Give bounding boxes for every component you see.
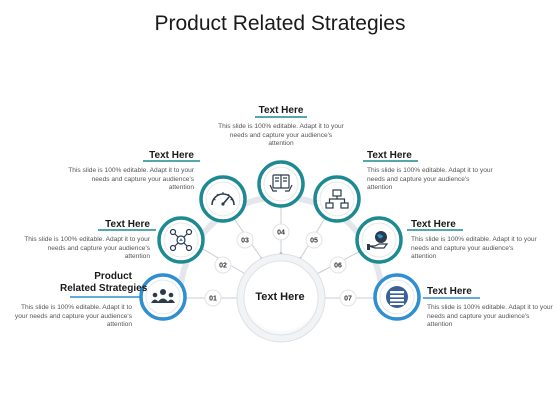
item-01-heading: Product Related Strategies [60,271,148,295]
number-badge-03: 03 [236,231,254,249]
item-01-description: This slide is 100% editable. Adapt it to… [14,304,132,329]
item-01-heading-line-1: Product [94,271,132,282]
svg-text:06: 06 [334,263,342,270]
number-badges: 01 02 03 04 05 06 07 [204,223,357,307]
item-03-description: This slide is 100% editable. Adapt it to… [68,167,194,192]
item-05-heading: Text Here [367,150,412,161]
svg-text:07: 07 [344,296,352,303]
center-label: Text Here [255,291,305,303]
user-group-icon [139,273,187,321]
number-badge-06: 06 [329,256,347,274]
item-06-heading: Text Here [411,219,456,230]
item-01-heading-line-2: Related Strategies [60,283,148,294]
item-07-heading: Text Here [427,286,472,297]
item-06-description: This slide is 100% editable. Adapt it to… [411,236,537,261]
center-hub [236,253,326,343]
book-hands-icon [257,160,305,208]
server-icon [373,273,421,321]
svg-text:04: 04 [277,230,285,237]
page-title: Product Related Strategies [154,12,406,35]
item-04-description: This slide is 100% editable. Adapt it to… [218,123,344,148]
svg-text:05: 05 [310,238,318,245]
number-badge-04: 04 [272,223,290,241]
number-badge-07: 07 [339,289,357,307]
item-05-description: This slide is 100% editable. Adapt it to… [367,167,493,192]
item-03-heading: Text Here [149,150,194,161]
item-02-heading: Text Here [105,219,150,230]
number-badge-01: 01 [204,289,222,307]
hierarchy-icon [313,175,361,223]
item-07-description: This slide is 100% editable. Adapt it to… [427,304,553,329]
item-04-heading: Text Here [258,105,304,116]
svg-text:02: 02 [219,263,227,270]
svg-text:01: 01 [209,296,217,303]
number-badge-05: 05 [305,231,323,249]
globe-hand-icon [355,216,403,264]
svg-text:03: 03 [241,238,249,245]
heading-underlines [70,116,480,299]
item-02-description: This slide is 100% editable. Adapt it to… [24,236,150,261]
gear-network-icon [157,216,205,264]
number-badge-02: 02 [214,256,232,274]
speedometer-icon [199,175,247,223]
